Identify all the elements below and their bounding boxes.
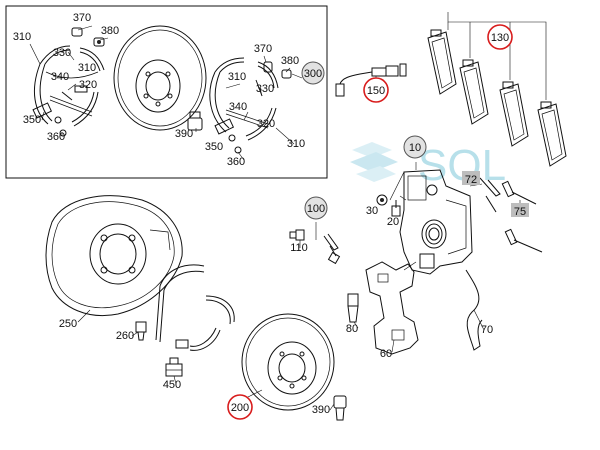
callout-tag-75 bbox=[511, 203, 529, 217]
callout-60: 60 bbox=[380, 348, 392, 360]
brake-pads-130 bbox=[427, 12, 567, 167]
adjuster-450 bbox=[165, 357, 183, 377]
callout-250: 250 bbox=[59, 318, 77, 330]
watermark-logo: SOL bbox=[350, 141, 506, 190]
caliper-bracket-60 bbox=[365, 261, 419, 355]
callout-360a: 360 bbox=[47, 131, 65, 143]
callout-100: 100 bbox=[307, 203, 325, 215]
dust-shield-250 bbox=[45, 195, 183, 317]
callout-310a: 310 bbox=[13, 31, 31, 43]
callout-260: 260 bbox=[116, 330, 134, 342]
leader-lines bbox=[29, 25, 521, 411]
inset-frame bbox=[5, 5, 328, 179]
callout-360b: 360 bbox=[227, 156, 245, 168]
callout-200: 200 bbox=[231, 402, 249, 414]
callout-390b: 390 bbox=[312, 404, 330, 416]
callout-330b: 330 bbox=[256, 83, 274, 95]
callout-72: 72 bbox=[465, 174, 477, 186]
brake-rotor-200 bbox=[241, 313, 335, 411]
callout-380b: 380 bbox=[281, 55, 299, 67]
callout-310b: 310 bbox=[78, 62, 96, 74]
wear-sensor-150 bbox=[335, 63, 407, 97]
inset-rotor bbox=[113, 25, 207, 131]
callout-370a: 370 bbox=[73, 12, 91, 24]
bolt-390 bbox=[333, 395, 347, 421]
callout-300: 300 bbox=[304, 68, 322, 80]
callout-130: 130 bbox=[491, 32, 509, 44]
callout-tag-72 bbox=[462, 171, 480, 185]
bolt-80 bbox=[347, 293, 359, 323]
callout-80: 80 bbox=[346, 323, 358, 335]
callout-70: 70 bbox=[481, 324, 493, 336]
callout-circle-300 bbox=[301, 61, 325, 85]
callout-310d: 310 bbox=[287, 138, 305, 150]
callout-circle-100 bbox=[304, 196, 328, 220]
anti-rattle-spring-70 bbox=[465, 269, 483, 351]
callout-340a: 340 bbox=[51, 71, 69, 83]
callout-320a: 320 bbox=[79, 79, 97, 91]
callout-350a: 350 bbox=[23, 114, 41, 126]
callout-310c: 310 bbox=[228, 71, 246, 83]
callout-350b: 350 bbox=[205, 141, 223, 153]
callout-10: 10 bbox=[409, 142, 421, 154]
callout-75: 75 bbox=[514, 206, 526, 218]
callout-20: 20 bbox=[387, 216, 399, 228]
adjuster-parts-left bbox=[61, 27, 105, 101]
bleeder-screw-30 bbox=[376, 194, 388, 206]
parking-brake-shoe-left-assembly bbox=[32, 45, 105, 137]
inset-bolt-390 bbox=[187, 111, 203, 131]
screw-20 bbox=[391, 200, 401, 217]
callout-370b: 370 bbox=[254, 43, 272, 55]
callout-30: 30 bbox=[366, 205, 378, 217]
callout-150: 150 bbox=[367, 85, 385, 97]
callout-340b: 340 bbox=[229, 101, 247, 113]
callout-circle-130 bbox=[487, 24, 513, 50]
callout-circle-10 bbox=[403, 135, 427, 159]
callout-circle-200 bbox=[227, 394, 253, 420]
callout-320b: 320 bbox=[257, 118, 275, 130]
parking-brake-shoes-lower bbox=[155, 264, 235, 351]
parking-brake-shoe-right-assembly bbox=[209, 57, 292, 154]
callout-330a: 330 bbox=[53, 47, 71, 59]
callout-380a: 380 bbox=[101, 25, 119, 37]
callout-labels: 310 370 380 330 310 340 320 350 360 370 380 310 330 3… bbox=[13, 12, 529, 420]
bolt-260 bbox=[135, 321, 147, 341]
guide-pins bbox=[479, 177, 543, 253]
callout-390a: 390 bbox=[175, 128, 193, 140]
callout-circle-150 bbox=[363, 77, 389, 103]
brake-caliper bbox=[399, 169, 473, 275]
callout-110: 110 bbox=[290, 242, 308, 254]
callout-450: 450 bbox=[163, 379, 181, 391]
